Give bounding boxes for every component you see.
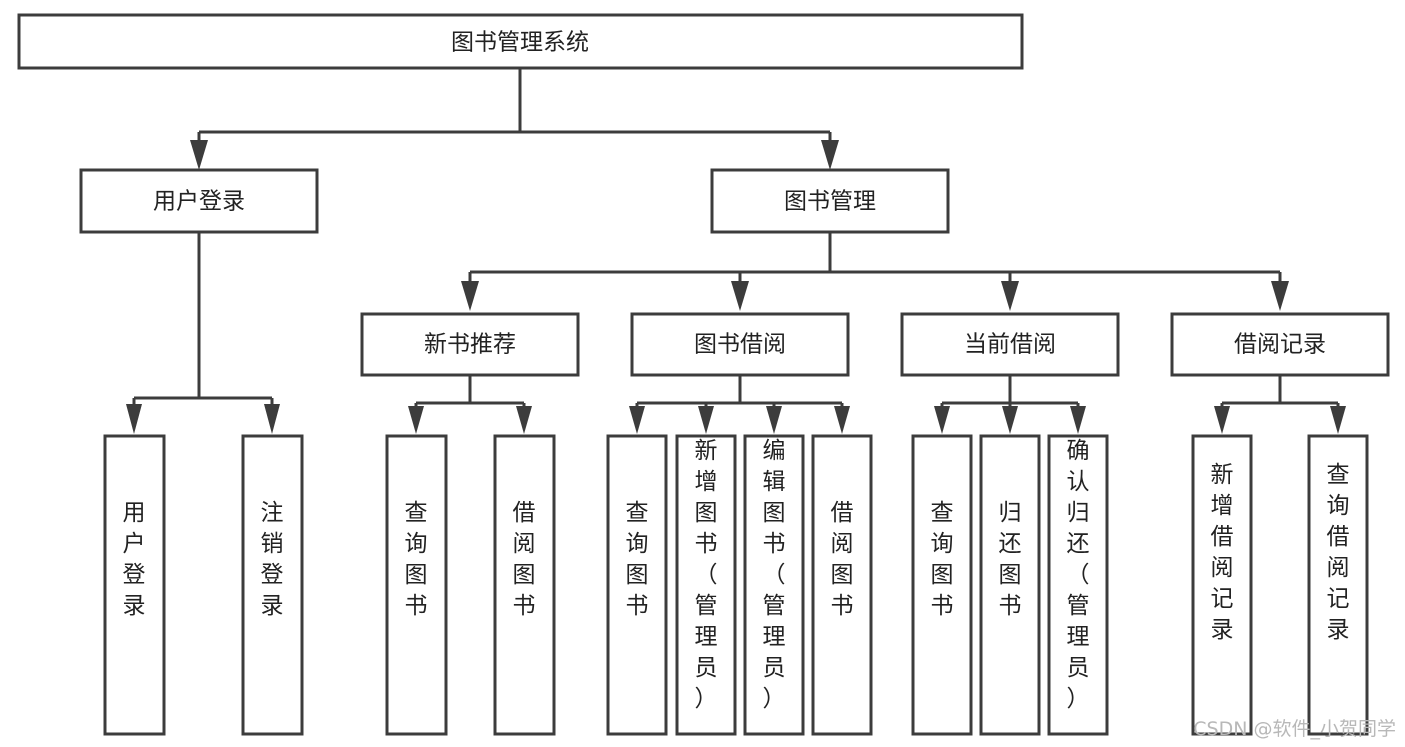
arrow-head-leaf-user-login <box>126 404 142 434</box>
node-leaf-edit-book[interactable]: 编辑图书（管理员） <box>743 434 805 736</box>
node-leaf-add-book-label: 新增图书（管理员） <box>695 438 718 712</box>
arrow-head-new-book-recommend <box>461 281 479 311</box>
node-leaf-query-record-box[interactable] <box>1307 434 1369 736</box>
arrow-head-book-borrow <box>731 281 749 311</box>
node-book-manage-box[interactable] <box>710 168 950 234</box>
node-borrow-record[interactable]: 借阅记录 <box>1170 312 1390 377</box>
node-new-book-recommend-box[interactable] <box>360 312 580 377</box>
node-leaf-user-logout-box[interactable] <box>241 434 304 736</box>
node-leaf-query-book-1-label: 查询图书 <box>405 500 428 619</box>
node-user-login-label: 用户登录 <box>153 189 245 215</box>
node-user-login[interactable]: 用户登录 <box>79 168 319 234</box>
arrow-head-user-login <box>190 140 208 170</box>
node-leaf-confirm-return-box[interactable] <box>1047 434 1109 736</box>
node-root-label: 图书管理系统 <box>451 30 589 56</box>
node-new-book-recommend-label: 新书推荐 <box>424 332 516 358</box>
node-leaf-confirm-return-label: 确认归还（管理员） <box>1067 438 1090 712</box>
arrow-head-leaf-edit-book <box>766 406 782 434</box>
arrow-head-leaf-add-record <box>1214 406 1230 434</box>
node-leaf-query-book-3-box[interactable] <box>911 434 973 736</box>
node-borrow-record-box[interactable] <box>1170 312 1390 377</box>
node-book-borrow[interactable]: 图书借阅 <box>630 312 850 377</box>
arrow-head-leaf-borrow-book-2 <box>834 406 850 434</box>
node-leaf-borrow-book-2-label: 借阅图书 <box>831 500 854 619</box>
node-leaf-query-record-label: 查询借阅记录 <box>1327 462 1350 643</box>
connector-group-book-manage <box>461 232 1289 311</box>
arrow-head-leaf-query-book-3 <box>934 406 950 434</box>
node-book-manage-label: 图书管理 <box>784 189 876 215</box>
node-leaf-user-logout[interactable]: 注销登录 <box>241 434 304 736</box>
node-current-borrow[interactable]: 当前借阅 <box>900 312 1120 377</box>
node-user-login-box[interactable] <box>79 168 319 234</box>
connector-group-root <box>190 68 839 170</box>
node-leaf-query-book-1-box[interactable] <box>385 434 448 736</box>
node-root[interactable]: 图书管理系统 <box>17 13 1024 70</box>
node-leaf-query-book-1[interactable]: 查询图书 <box>385 434 448 736</box>
node-leaf-confirm-return[interactable]: 确认归还（管理员） <box>1047 434 1109 736</box>
node-leaf-add-book-box[interactable] <box>675 434 737 736</box>
node-leaf-borrow-book-2[interactable]: 借阅图书 <box>811 434 873 736</box>
node-leaf-query-book-2-label: 查询图书 <box>626 500 649 619</box>
node-root-box[interactable] <box>17 13 1024 70</box>
arrow-head-leaf-confirm-return <box>1070 406 1086 434</box>
node-book-manage[interactable]: 图书管理 <box>710 168 950 234</box>
node-leaf-edit-book-box[interactable] <box>743 434 805 736</box>
node-leaf-return-book-box[interactable] <box>979 434 1041 736</box>
arrow-head-leaf-query-book-1 <box>408 406 424 434</box>
node-leaf-query-book-3-label: 查询图书 <box>931 500 954 619</box>
node-leaf-add-record-box[interactable] <box>1191 434 1253 736</box>
node-leaf-query-book-2[interactable]: 查询图书 <box>606 434 668 736</box>
arrow-head-current-borrow <box>1001 281 1019 311</box>
node-leaf-borrow-book-2-box[interactable] <box>811 434 873 736</box>
node-leaf-user-login[interactable]: 用户登录 <box>103 434 166 736</box>
arrow-head-borrow-record <box>1271 281 1289 311</box>
node-leaf-add-record-label: 新增借阅记录 <box>1211 462 1234 643</box>
node-leaf-query-book-2-box[interactable] <box>606 434 668 736</box>
connector-group-new-book-recommend <box>408 375 532 434</box>
node-book-borrow-box[interactable] <box>630 312 850 377</box>
node-current-borrow-box[interactable] <box>900 312 1120 377</box>
connector-group-current-borrow <box>934 375 1086 434</box>
node-current-borrow-label: 当前借阅 <box>964 332 1056 358</box>
node-leaf-borrow-book-1[interactable]: 借阅图书 <box>493 434 556 736</box>
node-leaf-user-login-label: 用户登录 <box>123 500 146 619</box>
node-new-book-recommend[interactable]: 新书推荐 <box>360 312 580 377</box>
node-leaf-return-book-label: 归还图书 <box>999 500 1022 619</box>
node-book-borrow-label: 图书借阅 <box>694 332 786 358</box>
connector-group-book-borrow <box>629 375 850 434</box>
node-leaf-borrow-book-1-box[interactable] <box>493 434 556 736</box>
arrow-head-book-manage <box>821 140 839 170</box>
connector-group-borrow-record <box>1214 375 1346 434</box>
connector-group-user-login <box>126 232 280 434</box>
node-leaf-edit-book-label: 编辑图书（管理员） <box>763 438 786 712</box>
arrow-head-leaf-borrow-book-1 <box>516 406 532 434</box>
node-leaf-user-login-box[interactable] <box>103 434 166 736</box>
node-leaf-query-book-3[interactable]: 查询图书 <box>911 434 973 736</box>
arrow-head-leaf-return-book <box>1002 406 1018 434</box>
arrow-head-leaf-query-record <box>1330 406 1346 434</box>
node-leaf-add-record[interactable]: 新增借阅记录 <box>1191 434 1253 736</box>
node-leaf-add-book[interactable]: 新增图书（管理员） <box>675 434 737 736</box>
arrow-head-leaf-add-book <box>698 406 714 434</box>
node-leaf-return-book[interactable]: 归还图书 <box>979 434 1041 736</box>
arrow-head-leaf-query-book-2 <box>629 406 645 434</box>
node-leaf-user-logout-label: 注销登录 <box>261 500 284 619</box>
node-leaf-borrow-book-1-label: 借阅图书 <box>513 500 536 619</box>
node-leaf-query-record[interactable]: 查询借阅记录 <box>1307 434 1369 736</box>
node-borrow-record-label: 借阅记录 <box>1234 332 1326 358</box>
arrow-head-leaf-user-logout <box>264 404 280 434</box>
csdn-watermark: CSDN @软件_小贺同学 <box>1193 718 1396 740</box>
